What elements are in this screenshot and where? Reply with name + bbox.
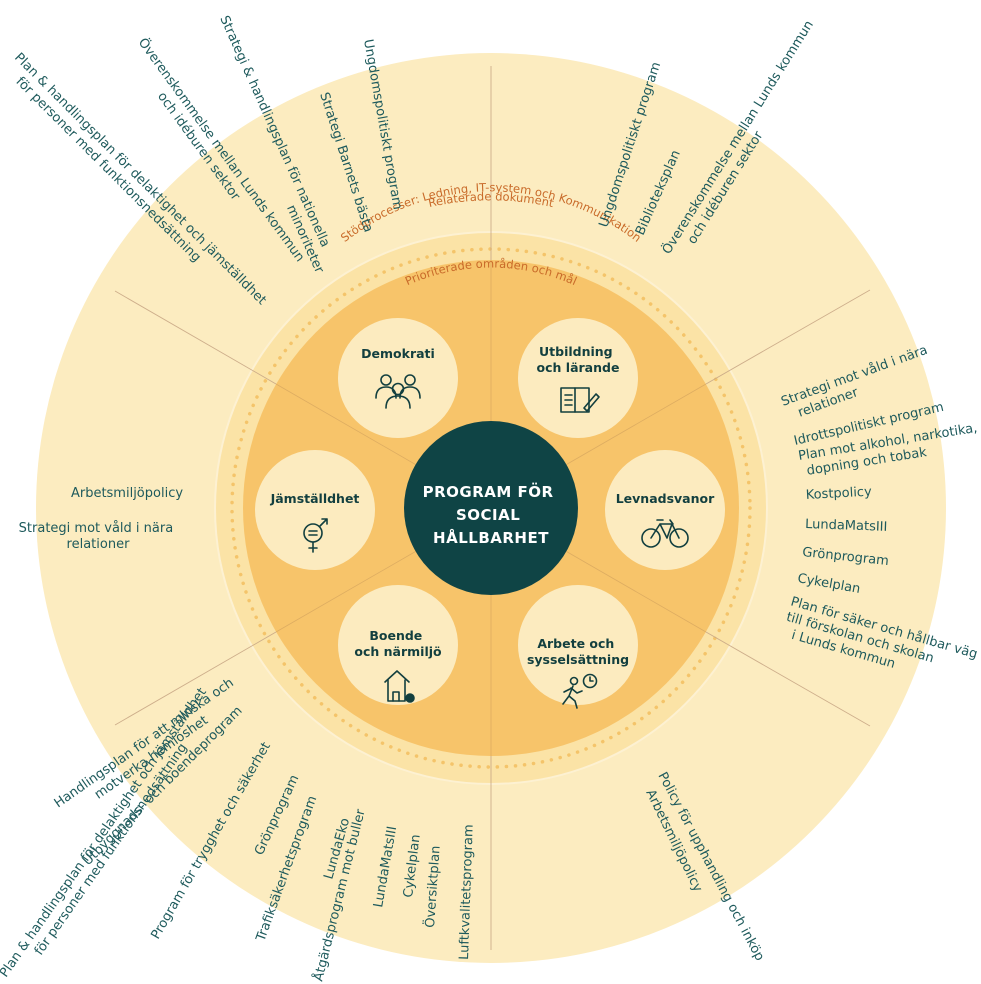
- document-label: LundaMatsIII: [805, 517, 888, 535]
- divider-lower-right: [705, 631, 871, 727]
- document-label: Strategi mot våld i nära relationer: [19, 521, 178, 552]
- center-title: PROGRAM FÖR SOCIAL HÅLLBARHET: [423, 482, 560, 547]
- center-title-line-2: SOCIAL: [456, 506, 520, 524]
- area-jamstalldhet: Jämställdhet: [255, 450, 375, 570]
- gender-equality-icon: [303, 518, 328, 553]
- area-title: Utbildning och lärande: [537, 344, 620, 375]
- divider-upper-left: [114, 290, 277, 385]
- bicycle-icon: [641, 519, 689, 548]
- divider-upper-right: [705, 289, 871, 385]
- center-circle: [404, 421, 578, 595]
- inner-divider-upper-right: [549, 383, 707, 475]
- area-title-line: och lärande: [537, 360, 620, 375]
- people-icon: [375, 374, 421, 409]
- center-title-line-3: HÅLLBARHET: [433, 528, 549, 547]
- area-title-line: Demokrati: [361, 346, 435, 361]
- inner-divider-upper-left: [275, 383, 433, 475]
- area-circle: [338, 318, 458, 438]
- outer-ring-label: Relaterade dokument: [427, 189, 555, 210]
- area-demokrati: Demokrati: [338, 318, 458, 438]
- document-label-line: Strategi mot våld i nära: [19, 521, 174, 536]
- document-label: Arbetsmiljöpolicy: [71, 486, 183, 501]
- document-label: Luftkvalitetsprogram: [457, 824, 477, 960]
- document-label-line: Översiktplan: [421, 845, 444, 928]
- outer-ring-label-path: Relaterade dokument: [427, 189, 555, 210]
- area-title-line: Arbete och: [537, 636, 614, 651]
- area-title-line: Jämställdhet: [270, 491, 360, 506]
- house-icon: [384, 670, 415, 703]
- document-label: Kostpolicy: [805, 485, 872, 503]
- area-levnadsvanor: Levnadsvanor: [605, 450, 725, 570]
- inner-divider-lower-left: [275, 541, 433, 633]
- document-label: Översiktplan: [421, 845, 444, 928]
- area-circle: [338, 585, 458, 705]
- area-circle: [255, 450, 375, 570]
- document-label-line: relationer: [67, 537, 131, 552]
- area-circle: [518, 585, 638, 705]
- area-title: Arbete och sysselsättning: [527, 636, 629, 667]
- area-title-line: Levnadsvanor: [616, 491, 715, 506]
- divider-lower-left: [114, 631, 277, 726]
- document-label: Plan för säker och hållbar väg till förs…: [780, 594, 981, 694]
- document-label-line: LundaMatsIII: [805, 517, 888, 535]
- area-circle: [605, 450, 725, 570]
- area-title-line: och närmiljö: [354, 644, 442, 659]
- area-title-line: Boende: [369, 628, 422, 643]
- document-label-line: Arbetsmiljöpolicy: [71, 486, 183, 501]
- document-label-line: Kostpolicy: [805, 485, 872, 503]
- area-title: Demokrati: [361, 346, 435, 361]
- area-boende: Boende och närmiljö: [338, 585, 458, 705]
- area-title: Boende och närmiljö: [354, 628, 442, 659]
- inner-dividers: [275, 260, 707, 756]
- area-circle: [518, 318, 638, 438]
- center-title-line-1: PROGRAM FÖR: [423, 482, 554, 501]
- documents-jamstalldhet: Arbetsmiljöpolicy Strategi mot våld i nä…: [19, 486, 184, 552]
- area-arbete: Arbete och sysselsättning: [518, 585, 638, 709]
- document-label-line: Luftkvalitetsprogram: [457, 824, 477, 960]
- inner-divider-lower-right: [549, 541, 707, 633]
- area-utbildning: Utbildning och lärande: [518, 318, 638, 438]
- area-title: Levnadsvanor: [616, 491, 715, 506]
- area-title-line: sysselsättning: [527, 652, 629, 667]
- area-title-line: Utbildning: [539, 344, 613, 359]
- area-title: Jämställdhet: [270, 491, 360, 506]
- book-pencil-icon: [560, 387, 600, 413]
- walker-clock-icon: [562, 673, 598, 709]
- segment-dividers: [114, 66, 871, 950]
